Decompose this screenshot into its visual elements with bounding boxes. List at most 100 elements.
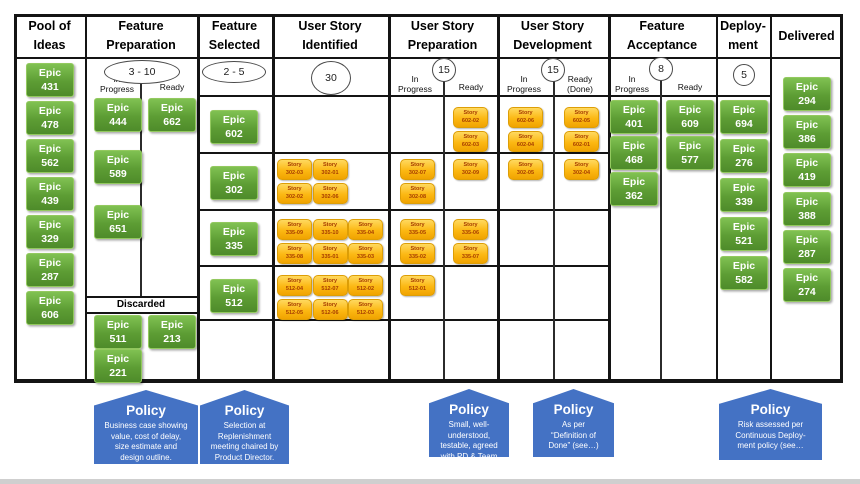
- epic-card-589[interactable]: Epic 589: [94, 150, 142, 184]
- story-card-335-07[interactable]: Story 335-07: [453, 243, 488, 264]
- story-card-512-06[interactable]: Story 512-06: [312, 299, 348, 320]
- epic-card-386[interactable]: Epic 386: [783, 115, 831, 149]
- column-header: Feature Preparation: [106, 19, 176, 52]
- grid-line-vertical: [608, 14, 611, 383]
- story-card-302-05[interactable]: Story 302-05: [508, 159, 543, 180]
- wip-limit-badge: 30: [311, 61, 351, 95]
- story-card-302-02[interactable]: Story 302-02: [277, 183, 312, 204]
- policy-title: Policy: [750, 402, 791, 417]
- epic-card-602[interactable]: Epic 602: [210, 110, 258, 144]
- grid-line-vertical: [497, 14, 500, 383]
- column-header: Deploy- ment: [720, 19, 766, 52]
- epic-card-577[interactable]: Epic 577: [666, 136, 714, 170]
- story-card-602-05[interactable]: Story 602-05: [564, 107, 599, 128]
- story-card-512-03[interactable]: Story 512-03: [348, 299, 383, 320]
- story-card-335-03[interactable]: Story 335-03: [348, 243, 383, 264]
- story-card-602-03[interactable]: Story 602-03: [453, 131, 488, 152]
- epic-card-562[interactable]: Epic 562: [26, 139, 74, 173]
- grid-line-vertical: [840, 14, 843, 383]
- epic-card-274[interactable]: Epic 274: [783, 268, 831, 302]
- wip-limit-badge: 15: [432, 58, 456, 82]
- sub-column-label: In Progress: [614, 73, 650, 94]
- story-card-512-07[interactable]: Story 512-07: [312, 275, 348, 296]
- column-header: User Story Preparation: [407, 19, 478, 52]
- epic-card-521[interactable]: Epic 521: [720, 217, 768, 251]
- story-card-602-06[interactable]: Story 602-06: [508, 107, 543, 128]
- story-card-335-09[interactable]: Story 335-09: [277, 219, 312, 240]
- epic-card-694[interactable]: Epic 694: [720, 100, 768, 134]
- story-card-335-05[interactable]: Story 335-05: [400, 219, 435, 240]
- epic-card-609[interactable]: Epic 609: [666, 100, 714, 134]
- story-card-302-01[interactable]: Story 302-01: [312, 159, 348, 180]
- epic-card-606[interactable]: Epic 606: [26, 291, 74, 325]
- epic-card-276[interactable]: Epic 276: [720, 139, 768, 173]
- column-header: Feature Acceptance: [626, 19, 698, 52]
- grid-line-vertical: [14, 14, 17, 383]
- story-card-302-04[interactable]: Story 302-04: [564, 159, 599, 180]
- story-card-602-01[interactable]: Story 602-01: [564, 131, 599, 152]
- story-card-512-05[interactable]: Story 512-05: [277, 299, 312, 320]
- story-card-602-02[interactable]: Story 602-02: [453, 107, 488, 128]
- story-card-335-06[interactable]: Story 335-06: [453, 219, 488, 240]
- story-card-335-02[interactable]: Story 335-02: [400, 243, 435, 264]
- epic-card-287[interactable]: Epic 287: [783, 230, 831, 264]
- epic-card-662[interactable]: Epic 662: [148, 98, 196, 132]
- epic-card-302[interactable]: Epic 302: [210, 166, 258, 200]
- grid-line-vertical: [770, 14, 772, 383]
- epic-card-444[interactable]: Epic 444: [94, 98, 142, 132]
- sub-column-divider: [660, 62, 662, 379]
- epic-card-512[interactable]: Epic 512: [210, 279, 258, 313]
- column-header: Delivered: [778, 28, 835, 43]
- story-card-335-08[interactable]: Story 335-08: [277, 243, 312, 264]
- story-card-302-08[interactable]: Story 302-08: [400, 183, 435, 204]
- epic-card-468[interactable]: Epic 468: [610, 136, 658, 170]
- epic-card-294[interactable]: Epic 294: [783, 77, 831, 111]
- epic-card-419[interactable]: Epic 419: [783, 153, 831, 187]
- epic-card-401[interactable]: Epic 401: [610, 100, 658, 134]
- wip-limit-badge: 3 - 10: [104, 60, 180, 84]
- epic-card-362[interactable]: Epic 362: [610, 172, 658, 206]
- policy-body-text: As per “Definition of Done” (see…): [548, 419, 599, 451]
- epic-card-221[interactable]: Epic 221: [94, 349, 142, 383]
- policy-body-text: Risk assessed per Continuous Deploy- men…: [735, 419, 806, 451]
- wip-limit-badge: 8: [649, 57, 673, 81]
- epic-card-287[interactable]: Epic 287: [26, 253, 74, 287]
- grid-line-horizontal: [85, 312, 197, 314]
- grid-line-horizontal: [197, 95, 770, 97]
- epic-card-335[interactable]: Epic 335: [210, 222, 258, 256]
- grid-line-horizontal: [197, 319, 608, 321]
- epic-card-439[interactable]: Epic 439: [26, 177, 74, 211]
- epic-card-329[interactable]: Epic 329: [26, 215, 74, 249]
- epic-card-339[interactable]: Epic 339: [720, 178, 768, 212]
- story-card-302-03[interactable]: Story 302-03: [277, 159, 312, 180]
- story-card-302-09[interactable]: Story 302-09: [453, 159, 488, 180]
- epic-card-431[interactable]: Epic 431: [26, 63, 74, 97]
- story-card-335-01[interactable]: Story 335-01: [312, 243, 348, 264]
- story-card-302-07[interactable]: Story 302-07: [400, 159, 435, 180]
- sub-column-label: In Progress: [506, 73, 542, 94]
- column-header: User Story Identified: [298, 19, 362, 52]
- story-card-335-10[interactable]: Story 335-10: [312, 219, 348, 240]
- story-card-302-06[interactable]: Story 302-06: [312, 183, 348, 204]
- epic-card-582[interactable]: Epic 582: [720, 256, 768, 290]
- story-card-512-02[interactable]: Story 512-02: [348, 275, 383, 296]
- bottom-edge-strip: [0, 479, 860, 484]
- grid-line-horizontal: [197, 265, 608, 267]
- story-card-602-04[interactable]: Story 602-04: [508, 131, 543, 152]
- story-card-512-04[interactable]: Story 512-04: [277, 275, 312, 296]
- epic-card-651[interactable]: Epic 651: [94, 205, 142, 239]
- epic-card-511[interactable]: Epic 511: [94, 315, 142, 349]
- story-card-512-01[interactable]: Story 512-01: [400, 275, 435, 296]
- epic-card-478[interactable]: Epic 478: [26, 101, 74, 135]
- sub-column-label: Ready: [159, 81, 185, 92]
- story-card-335-04[interactable]: Story 335-04: [348, 219, 383, 240]
- epic-card-213[interactable]: Epic 213: [148, 315, 196, 349]
- column-header: Pool of Ideas: [28, 19, 71, 52]
- sub-column-label: Ready: [458, 81, 484, 92]
- policy-title: Policy: [224, 403, 265, 418]
- epic-card-388[interactable]: Epic 388: [783, 192, 831, 226]
